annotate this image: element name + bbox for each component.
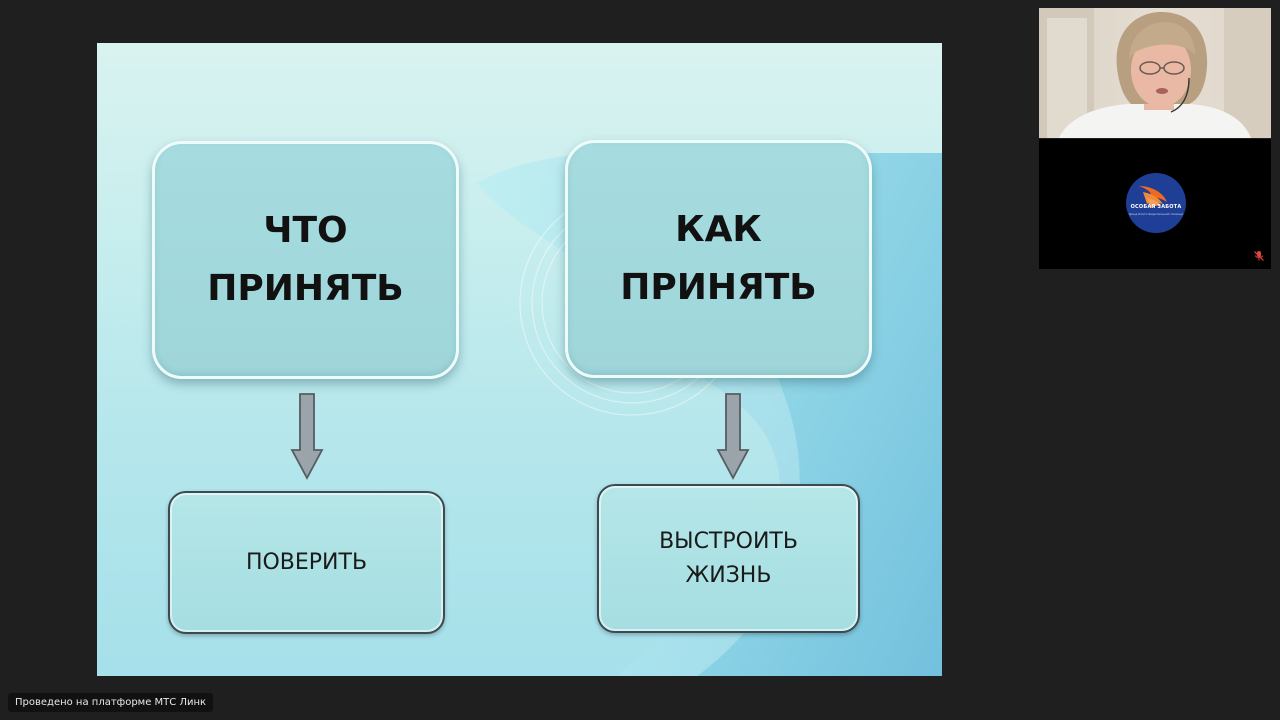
foundation-logo: ОСОБАЯ ЗАБОТА фонд благотворительной пом… [1125,172,1187,234]
box-how-to-accept: КАК ПРИНЯТЬ [565,140,872,378]
platform-badge: Проведено на платформе МТС Линк [8,693,214,712]
box-believe-label: ПОВЕРИТЬ [245,549,368,575]
person-video-icon [1039,8,1271,138]
logo-subtext: фонд благотворительной помощи [1128,212,1184,216]
arrow-down-icon [716,393,750,480]
presentation-slide: ЧТО ПРИНЯТЬ КАК ПРИНЯТЬ ПОВЕРИТЬ ВЫСТРОИ… [97,43,942,676]
box-build-life: ВЫСТРОИТЬ ЖИЗНЬ [597,484,860,633]
logo-text: ОСОБАЯ ЗАБОТА [1130,204,1182,210]
arrow-down-icon [290,393,324,480]
mic-off-icon[interactable] [1253,250,1265,262]
logo-emblem-icon [1126,173,1186,233]
box-how-to-accept-label: КАК ПРИНЯТЬ [620,209,817,308]
box-what-to-accept: ЧТО ПРИНЯТЬ [152,141,459,379]
box-believe: ПОВЕРИТЬ [168,491,445,634]
box-build-life-label: ВЫСТРОИТЬ ЖИЗНЬ [659,528,798,588]
box-what-to-accept-label: ЧТО ПРИНЯТЬ [207,210,404,309]
participant-video-tile[interactable] [1039,8,1271,138]
participant-logo-tile[interactable]: ОСОБАЯ ЗАБОТА фонд благотворительной пом… [1039,139,1271,269]
